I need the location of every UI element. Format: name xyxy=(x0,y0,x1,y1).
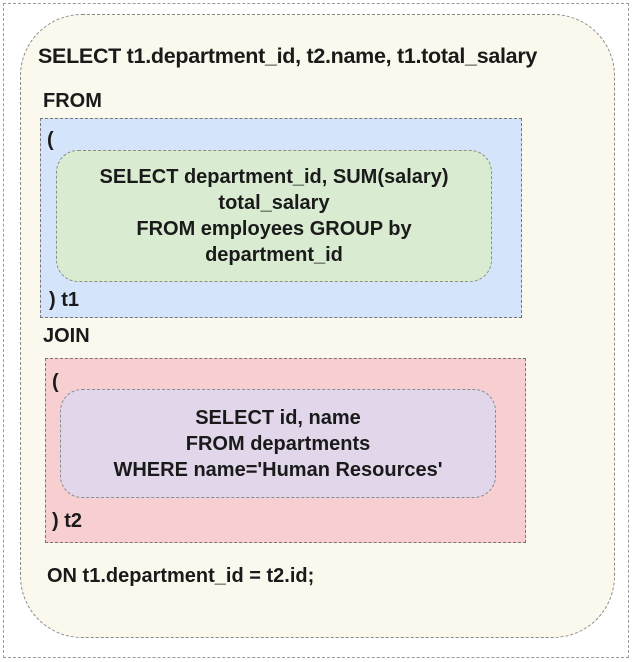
subquery-t1-alias: ) t1 xyxy=(49,289,79,311)
subquery-t2-line: FROM departments xyxy=(185,432,371,455)
subquery-t2-box: ( SELECT id, name FROM departments WHERE… xyxy=(45,358,526,543)
subquery-t1-open-paren: ( xyxy=(47,129,54,151)
subquery-t2-inner: SELECT id, name FROM departments WHERE n… xyxy=(60,389,496,498)
query-container xyxy=(20,14,615,638)
subquery-t2-alias: ) t2 xyxy=(52,510,82,532)
subquery-t1-line: FROM employees GROUP by xyxy=(136,218,412,240)
join-keyword: JOIN xyxy=(43,325,90,347)
subquery-t1-line: department_id xyxy=(205,244,343,266)
from-keyword: FROM xyxy=(43,90,102,112)
subquery-t2-line: WHERE name='Human Resources' xyxy=(113,458,443,481)
on-clause: ON t1.department_id = t2.id; xyxy=(47,565,315,587)
subquery-t2-open-paren: ( xyxy=(52,371,59,393)
subquery-t2-line: SELECT id, name xyxy=(195,406,361,429)
subquery-t1-inner: SELECT department_id, SUM(salary) total_… xyxy=(56,150,492,282)
subquery-t1-line: SELECT department_id, SUM(salary) xyxy=(99,166,449,188)
subquery-t1-box: ( SELECT department_id, SUM(salary) tota… xyxy=(40,118,522,318)
select-clause: SELECT t1.department_id, t2.name, t1.tot… xyxy=(38,44,538,68)
subquery-t1-line: total_salary xyxy=(218,192,330,214)
